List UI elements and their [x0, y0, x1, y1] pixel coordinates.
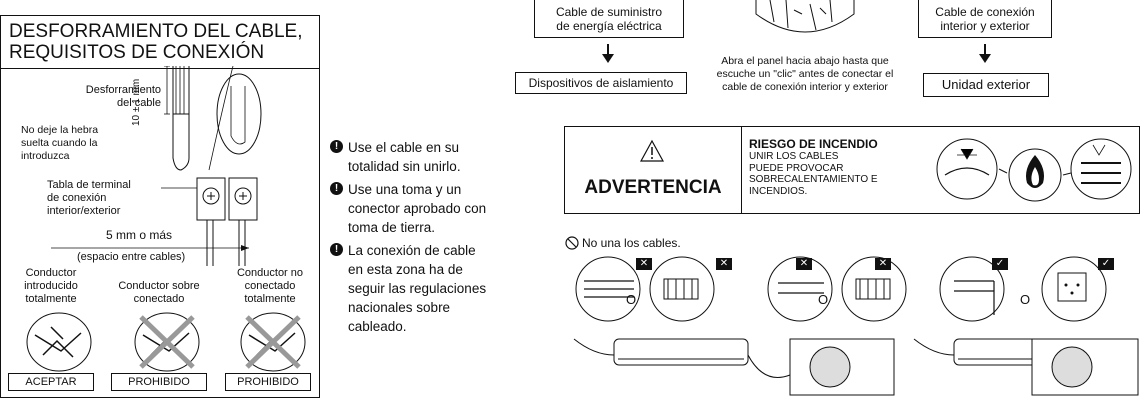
verdict-accept: ACEPTAR — [8, 373, 94, 391]
supply-line2: de energía eléctrica — [556, 19, 662, 33]
wiring-scene-illustration — [573, 256, 1139, 396]
strand-note-line1: No deje la hebra — [21, 124, 99, 136]
terminal-label-line2: de conexión — [47, 192, 107, 204]
column-not-fully-connected: Conductor no conectado totalmente — [225, 267, 315, 306]
panel-title: DESFORRAMIENTO DEL CABLE, REQUISITOS DE … — [1, 16, 319, 69]
column-over-connected: Conductor sobre conectado — [111, 280, 207, 306]
rule-line: La conexión de cable — [348, 243, 476, 258]
verdict-prohibited-1: PROHIBIDO — [111, 373, 207, 391]
conn-line2: interior y exterior — [940, 19, 1030, 33]
rule-item: ! Use el cable en su totalidad sin unirl… — [330, 138, 530, 176]
fire-warning-box: ADVERTENCIA RIESGO DE INCENDIO UNIR LOS … — [564, 126, 1140, 214]
rule-line: cableado. — [348, 319, 407, 334]
panel-note-line1: Abra el panel hacia abajo hasta que — [721, 55, 889, 67]
cross-icon: ✕ — [716, 258, 732, 270]
supply-cable-box: Cable de suministro de energía eléctrica — [534, 0, 684, 38]
rule-line: en esta zona ha de — [348, 262, 463, 277]
strip-label-line2: del cable — [116, 97, 161, 109]
panel-note-line2: escuche un "clic" antes de conectar el — [716, 68, 894, 80]
col2-line2: conectado — [133, 293, 185, 305]
exclamation-icon: ! — [330, 182, 343, 195]
illustration-accept — [26, 312, 92, 372]
col1-line3: totalmente — [25, 293, 77, 305]
panel-note-line3: cable de conexión interior y exterior — [722, 81, 888, 93]
stripping-requirements-panel: DESFORRAMIENTO DEL CABLE, REQUISITOS DE … — [0, 15, 320, 398]
col1-line2: introducido — [24, 280, 78, 292]
terminal-label-line1: Tabla de terminal — [47, 179, 131, 191]
rule-line: seguir las regulaciones — [348, 281, 487, 296]
rule-line: toma de tierra. — [348, 220, 436, 235]
no-join-note: No una los cables. — [582, 236, 681, 250]
panel-title-line2: REQUISITOS DE CONEXIÓN — [9, 42, 265, 63]
rule-item: ! Use una toma y un conector aprobado co… — [330, 180, 530, 237]
spacing-arrow — [51, 245, 249, 251]
column-fully-inserted: Conductor introducido totalmente — [9, 267, 93, 306]
fire-risk-text: RIESGO DE INCENDIO UNIR LOS CABLES PUEDE… — [749, 137, 878, 197]
warning-triangle-icon — [639, 139, 665, 162]
fire-risk-line1: UNIR LOS CABLES — [749, 151, 839, 162]
check-icon: ✓ — [1098, 258, 1114, 270]
warning-label: ADVERTENCIA — [584, 177, 722, 198]
col3-line1: Conductor no — [236, 267, 304, 279]
fire-risk-line2: PUEDE PROVOCAR — [749, 162, 844, 174]
col3-line2: conectado — [244, 280, 296, 292]
terminal-label: Tabla de terminal de conexión interior/e… — [47, 179, 131, 218]
terminal-block-drawing — [161, 177, 258, 266]
arrow-down-icon — [602, 44, 614, 63]
rule-line: Use una toma y un — [348, 182, 462, 197]
rule-line: nacionales sobre — [348, 300, 451, 315]
exclamation-icon: ! — [330, 140, 343, 153]
spacing-label: 5 mm o más — [106, 228, 173, 242]
cable-rules-list: ! Use el cable en su totalidad sin unirl… — [330, 138, 530, 340]
or-label: O — [818, 292, 829, 307]
cable-strip-drawing — [164, 66, 262, 171]
verdict-prohibited-2: PROHIBIDO — [225, 373, 311, 391]
supply-line1: Cable de suministro — [555, 5, 663, 19]
col2-line1: Conductor sobre — [118, 280, 200, 292]
arrow-down-icon — [979, 44, 991, 63]
or-label: O — [626, 292, 637, 307]
panel-title-line1: DESFORRAMIENTO DEL CABLE, — [9, 21, 303, 42]
warning-label-cell: ADVERTENCIA — [565, 127, 742, 213]
check-icon: ✓ — [992, 258, 1008, 270]
strip-label-line1: Desforramiento — [85, 84, 161, 96]
illustration-prohibited-1 — [134, 312, 200, 372]
illustration-prohibited-2 — [240, 312, 306, 372]
fire-risk-line3: SOBRECALENTAMIENTO E — [749, 174, 878, 185]
fire-risk-heading: RIESGO DE INCENDIO — [749, 137, 878, 151]
terminal-label-line3: interior/exterior — [47, 205, 121, 217]
conn-line1: Cable de conexión — [935, 5, 1035, 19]
dimension-label: 10 ± 1 mm — [131, 78, 142, 126]
fire-risk-line4: INCENDIOS. — [749, 185, 808, 197]
col1-line1: Conductor — [25, 267, 77, 279]
panel-note: Abra el panel hacia abajo hasta que escu… — [692, 55, 918, 94]
fire-hazard-illustration — [936, 138, 1132, 202]
isolation-devices-box: Dispositivos de aislamiento — [515, 72, 687, 94]
rule-line: totalidad sin unirlo. — [348, 159, 461, 174]
rule-line: conector aprobado con — [348, 201, 487, 216]
or-label: O — [1020, 292, 1031, 307]
conductor-illustrations — [26, 312, 306, 372]
cross-icon: ✕ — [636, 258, 652, 270]
col3-line3: totalmente — [244, 293, 296, 305]
prohibited-icon — [565, 236, 579, 250]
strip-label: Desforramiento del cable — [51, 84, 161, 110]
cross-icon: ✕ — [875, 258, 891, 270]
rule-line: Use el cable en su — [348, 140, 460, 155]
outdoor-unit-box: Unidad exterior — [923, 73, 1049, 97]
strand-note: No deje la hebra suelta cuando la introd… — [21, 124, 98, 163]
strand-note-line2: suelta cuando la — [21, 137, 98, 149]
strand-note-line3: introduzca — [21, 150, 70, 162]
exclamation-icon: ! — [330, 243, 343, 256]
cross-icon: ✕ — [796, 258, 812, 270]
spacing-note: (espacio entre cables) — [77, 251, 186, 263]
indoor-panel-drawing — [755, 0, 855, 33]
connection-cable-box: Cable de conexión interior y exterior — [918, 0, 1052, 38]
rule-item: ! La conexión de cable en esta zona ha d… — [330, 241, 530, 336]
